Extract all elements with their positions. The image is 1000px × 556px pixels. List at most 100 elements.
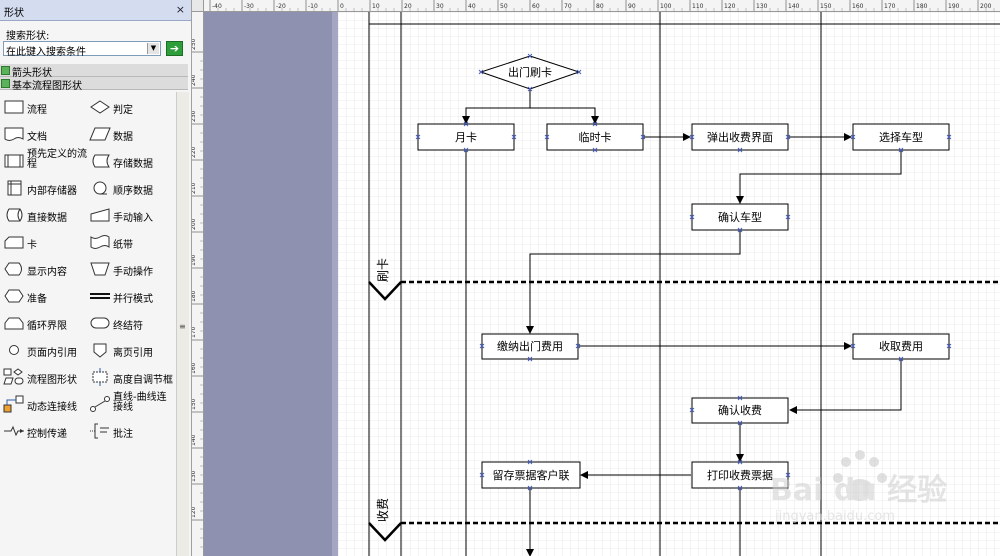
dynamic-connector-icon (3, 395, 24, 413)
offpage-area (204, 12, 338, 556)
search-input[interactable]: 在此键入搜索条件 ▼ (3, 41, 161, 58)
manual-operation-icon (90, 262, 110, 276)
annotation-icon (90, 423, 109, 439)
shapes-panel: 形状 × 搜索形状: 在此键入搜索条件 ▼ ➔ 箭头形状 基本流程图形状 流程 … (0, 0, 192, 556)
shape-item-preparation[interactable]: 准备 (0, 285, 88, 307)
shape-item-control-transfer[interactable]: 控制传递 (0, 420, 88, 442)
shape-item-annotation[interactable]: 批注 (86, 420, 174, 442)
shape-item-parallel-mode[interactable]: 并行模式 (86, 285, 174, 307)
ruler-label: 200 (192, 218, 197, 230)
ruler-label: 90 (628, 3, 636, 10)
parallel-mode-icon (90, 293, 110, 299)
connector-start-temp (530, 107, 599, 124)
shape-item-direct-data[interactable]: 直接数据 (0, 204, 88, 226)
shape-item-auto-height-box[interactable]: 高度自调节框 (86, 366, 176, 388)
ruler-label: 40 (468, 3, 476, 10)
svg-text:确认收费: 确认收费 (718, 403, 762, 417)
chevron-down-icon[interactable]: ▼ (147, 43, 159, 54)
shape-item-document[interactable]: 文档 (0, 123, 88, 145)
shape-item-data[interactable]: 数据 (86, 123, 174, 145)
shape-item-manual-operation[interactable]: 手动操作 (86, 258, 174, 280)
ruler-label: 130 (192, 470, 197, 482)
shape-item-display[interactable]: 显示内容 (0, 258, 88, 280)
ruler-label: 10 (372, 3, 380, 10)
shape-item-on-page-reference[interactable]: 页面内引用 (0, 339, 88, 361)
node-pay-fee[interactable]: 缴纳出门费用 (481, 333, 579, 360)
node-print-receipt[interactable]: 打印收费票据 (691, 461, 789, 489)
search-input-value: 在此键入搜索条件 (6, 47, 86, 58)
ruler-label: 210 (192, 182, 197, 194)
svg-text:选择车型: 选择车型 (879, 130, 923, 144)
shape-item-internal-storage[interactable]: 内部存储器 (0, 177, 88, 199)
shape-item-sequential-data[interactable]: 顺序数据 (86, 177, 174, 199)
ruler-label: 70 (564, 3, 572, 10)
ruler-label: 100 (660, 3, 672, 10)
ruler-label: 140 (788, 3, 800, 10)
ruler-label: 220 (192, 146, 197, 158)
shape-item-process[interactable]: 流程 (0, 96, 88, 118)
shape-list-scrollbar[interactable]: ≡ (176, 92, 189, 556)
internal-storage-icon (7, 180, 22, 196)
line-curve-connector-icon (90, 396, 110, 412)
node-keep-receipt[interactable]: 留存票据客户联 (481, 461, 581, 489)
stencil-basic-flowchart[interactable]: 基本流程图形状 (0, 77, 188, 92)
diagram-svg: 刷卡 收费 出门刷卡 月 (204, 12, 1000, 556)
sequential-data-icon (93, 181, 107, 195)
stencil-label: 箭头形状 (12, 68, 52, 79)
terminator-icon (90, 317, 110, 329)
shape-item-dynamic-connector[interactable]: 动态连接线 (0, 393, 88, 415)
svg-text:打印收费票据: 打印收费票据 (707, 468, 773, 482)
connectors (462, 90, 902, 556)
preparation-icon (4, 289, 24, 303)
shape-item-manual-input[interactable]: 手动输入 (86, 204, 174, 226)
ruler-label: 240 (192, 74, 197, 86)
ruler-label: 120 (724, 3, 736, 10)
search-go-button[interactable]: ➔ (166, 41, 183, 56)
ruler-label: 200 (980, 3, 992, 10)
stencil-icon (1, 66, 10, 75)
shape-item-stored-data[interactable]: 存储数据 (86, 150, 174, 172)
shape-item-off-page-reference[interactable]: 离页引用 (86, 339, 174, 361)
stored-data-icon (92, 154, 110, 168)
node-choose-type[interactable]: 选择车型 (852, 123, 950, 151)
shape-item-flowchart-shapes[interactable]: 流程图形状 (0, 366, 88, 388)
lane-label-swipe[interactable]: 刷卡 (376, 258, 390, 282)
ruler-label: 180 (192, 290, 197, 302)
node-temp-card[interactable]: 临时卡 (546, 123, 644, 151)
close-icon[interactable]: × (175, 3, 185, 16)
connector-collect-confirmfee (789, 359, 902, 414)
direct-data-icon (6, 208, 23, 222)
node-collect-fee[interactable]: 收取费用 (852, 333, 950, 360)
control-transfer-icon (4, 425, 24, 437)
node-confirm-type[interactable]: 确认车型 (691, 203, 789, 231)
shape-item-terminator[interactable]: 终结符 (86, 312, 174, 334)
ruler-label: 50 (500, 3, 508, 10)
shape-item-loop-limit[interactable]: 循环界限 (0, 312, 88, 334)
ruler-label: 190 (948, 3, 960, 10)
node-monthly-card[interactable]: 月卡 (417, 123, 515, 151)
panel-title: 形状 (4, 8, 24, 19)
drawing-canvas[interactable]: 刷卡 收费 出门刷卡 月 (204, 12, 1000, 556)
stencil-arrow-shapes[interactable]: 箭头形状 (0, 64, 188, 79)
loop-limit-icon (4, 317, 24, 330)
lane-label-charge[interactable]: 收费 (376, 498, 390, 522)
swimlane-frame (368, 12, 1000, 556)
ruler-label: 150 (820, 3, 832, 10)
shape-item-decision[interactable]: 判定 (86, 96, 174, 118)
shape-item-line-curve-connector[interactable]: 直线-曲线连接线 (86, 393, 176, 415)
ruler-label: -10 (308, 3, 318, 10)
ruler-label: 60 (532, 3, 540, 10)
predefined-process-icon (4, 154, 24, 168)
node-start[interactable]: 出门刷卡 (479, 55, 581, 90)
node-confirm-fee[interactable]: 确认收费 (691, 397, 789, 424)
shape-item-predefined-process[interactable]: 预先定义的流程 (0, 150, 88, 172)
scroll-grip-icon: ≡ (179, 322, 186, 331)
shape-item-card[interactable]: 卡 (0, 231, 88, 253)
page-grid (338, 12, 1000, 556)
node-popup-fee-ui[interactable]: 弹出收费界面 (691, 123, 789, 151)
shape-item-paper-tape[interactable]: 纸带 (86, 231, 174, 253)
lane-separator-1 (368, 280, 1000, 301)
process-icon (4, 100, 24, 114)
